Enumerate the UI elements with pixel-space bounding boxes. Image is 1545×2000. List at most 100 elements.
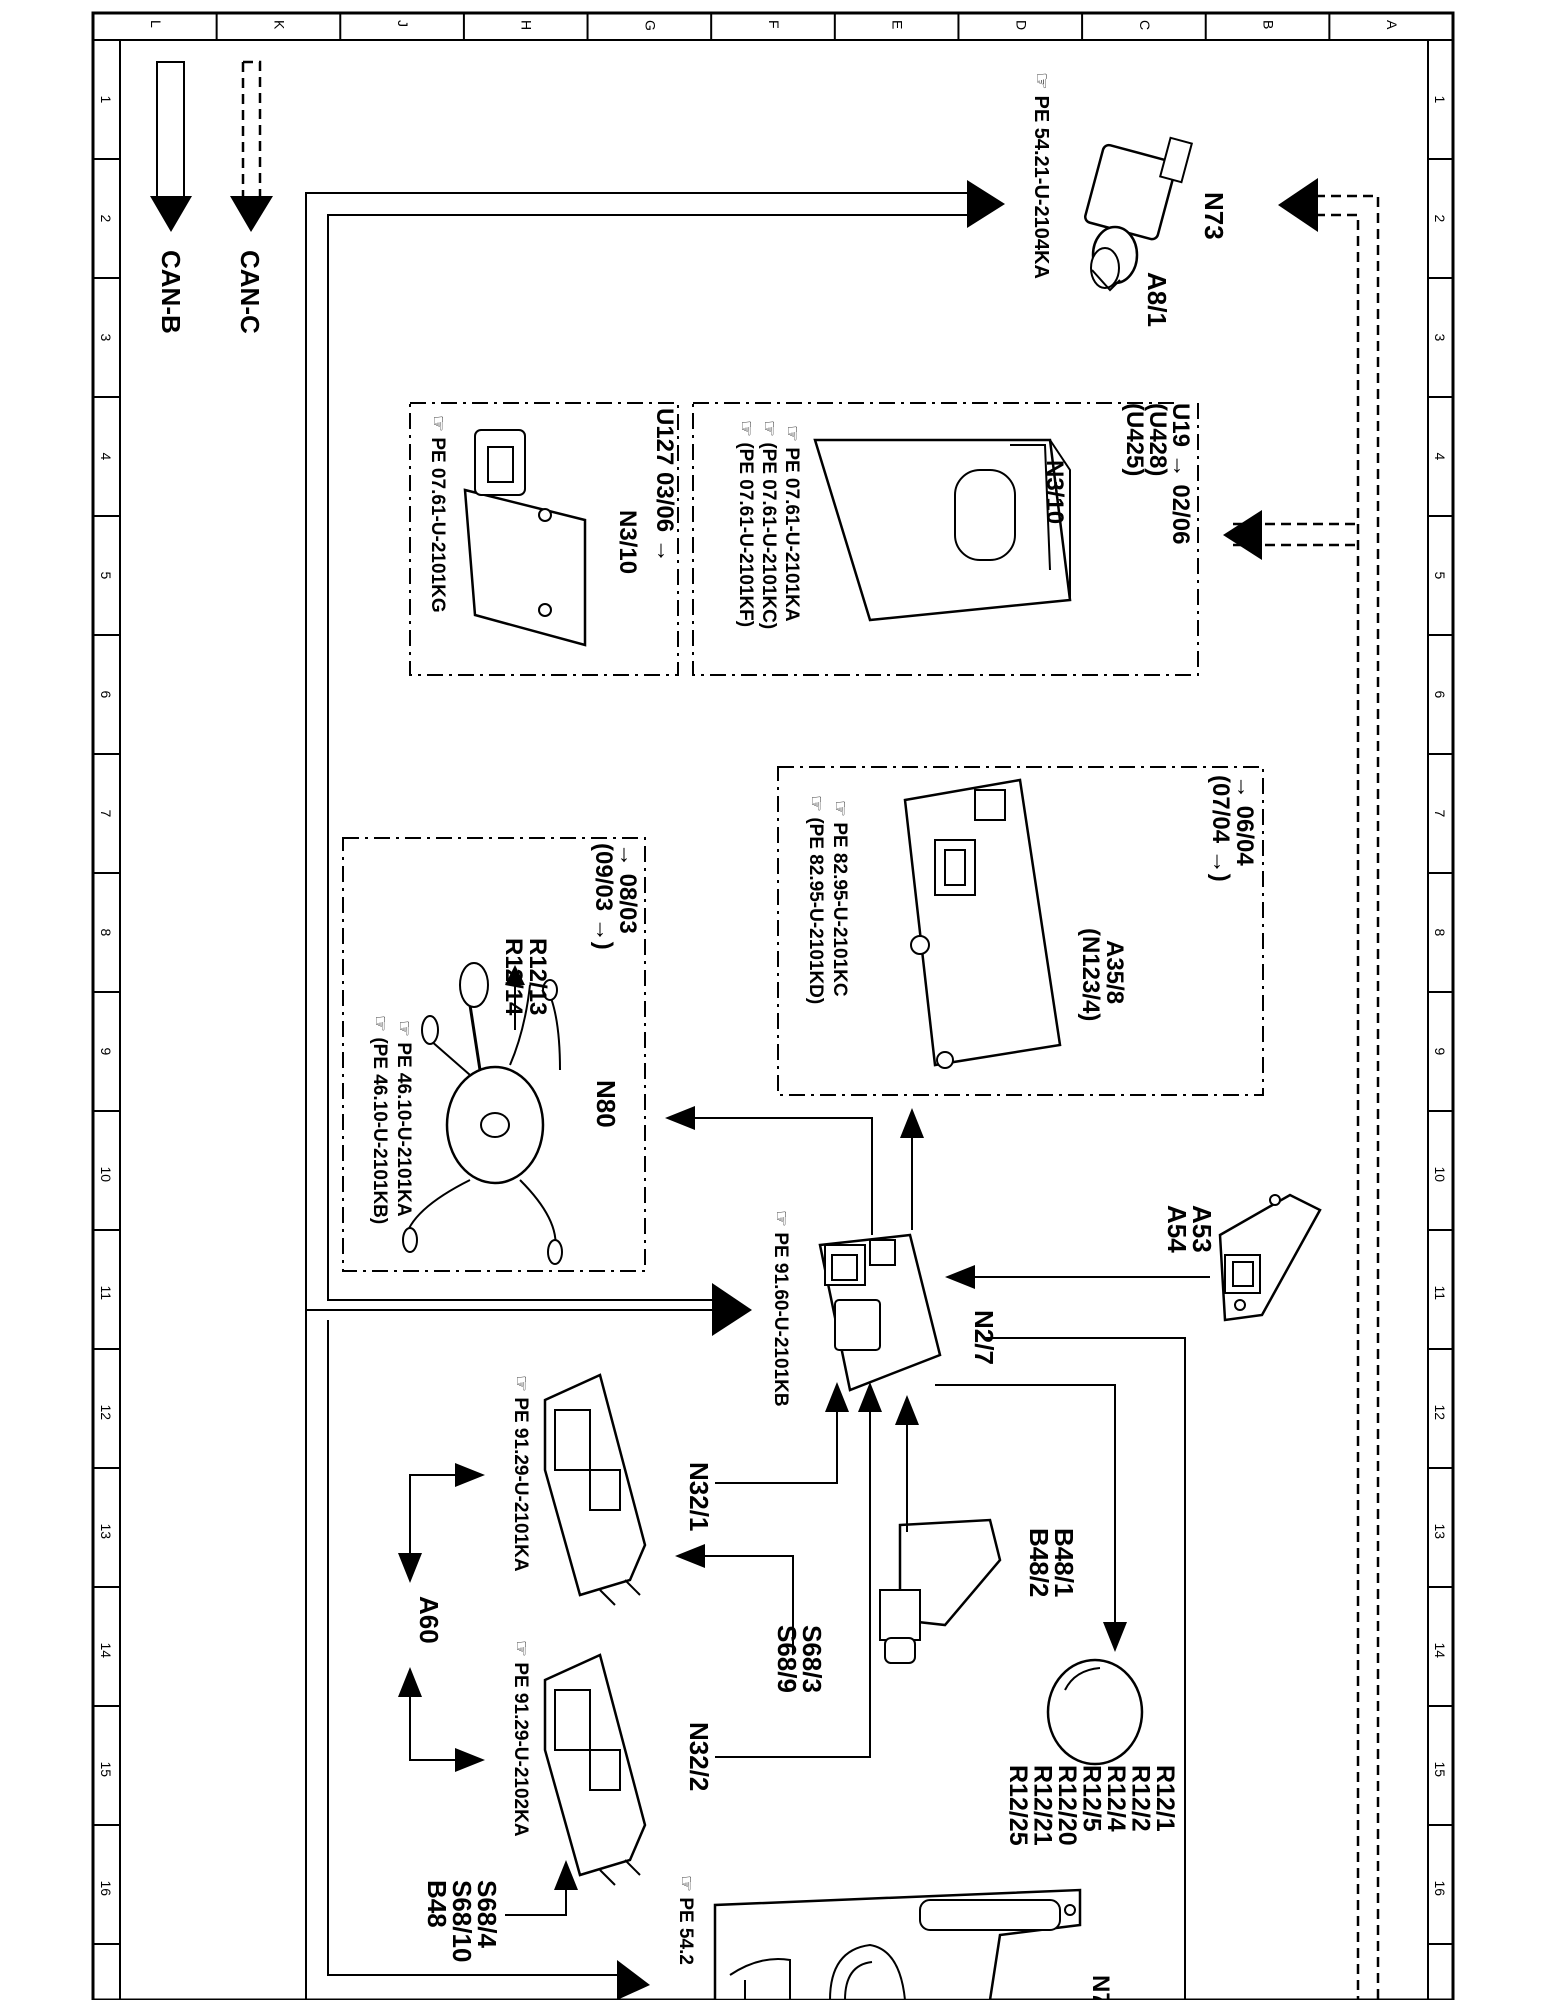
b48-1-sensor: B48/1 B48/2	[879, 1395, 1079, 1664]
n3-10-lower-variant: U127 03/06 →	[651, 408, 678, 563]
a35-8-ref-2: (PE 82.95-U-2101KD)	[805, 817, 826, 1004]
arrow-head-icon	[712, 1283, 752, 1336]
pedal-sensor-icon	[879, 1518, 1002, 1664]
a53-code: A53	[1187, 1205, 1217, 1253]
arrow-head-icon	[900, 1108, 924, 1138]
a35-8-code: A35/8	[1101, 940, 1128, 1004]
grid-column-letter: G	[642, 20, 658, 31]
grid-row-number: 3	[1432, 334, 1448, 342]
svg-text:☞ PE 91.60-U-2101KB: ☞ PE 91.60-U-2101KB	[770, 1210, 791, 1407]
s68-10-code: S68/10	[447, 1880, 477, 1962]
hand-pointer-icon: ☞	[735, 420, 756, 442]
grid-row-number: 7	[98, 810, 114, 818]
grid-row-number: 16	[98, 1881, 114, 1897]
r12-code: R12/21	[1029, 1765, 1057, 1846]
arrow-head-icon	[150, 196, 192, 232]
grid-row-number: 10	[1432, 1167, 1448, 1183]
arrow-head-icon	[825, 1382, 849, 1412]
s68-3-code: S68/3	[797, 1625, 827, 1693]
a35-8-ref-1: PE 82.95-U-2101KC	[829, 822, 850, 997]
grid-row-dividers	[93, 158, 1453, 1945]
arrow-head-icon	[858, 1382, 882, 1412]
grid-column-letter: L	[148, 20, 164, 28]
arrow-head-icon	[675, 1544, 705, 1568]
n80-sub-1: R12/13	[524, 938, 551, 1015]
n80-ref-1: PE 46.10-U-2101KA	[393, 1042, 414, 1217]
a60-link: A60	[398, 1463, 485, 1772]
grid-row-number: 1	[98, 96, 114, 104]
svg-text:☞ PE 54.2: ☞ PE 54.2	[675, 1875, 696, 1965]
arrow-head-icon	[455, 1463, 485, 1487]
svg-text:☞ (PE 82.95-U-2101KD): ☞ (PE 82.95-U-2101KD)	[805, 795, 826, 1004]
siren-unit-icon	[1218, 1193, 1322, 1322]
n3-10-upper-ref-3: (PE 07.61-U-2101KF)	[735, 442, 756, 627]
svg-text:☞ PE 91.29-U-2102KA: ☞ PE 91.29-U-2102KA	[510, 1640, 531, 1837]
grid-row-number: 10	[98, 1167, 114, 1183]
n3-10-upper-ref-2: (PE 07.61-U-2101KC)	[758, 442, 779, 629]
ecu-connector-icon	[463, 429, 587, 647]
arrow-head-icon	[1103, 1622, 1127, 1652]
grid-column-letter: B	[1261, 20, 1277, 29]
grid-row-number: 4	[98, 453, 114, 461]
n73-sub: A8/1	[1142, 272, 1172, 327]
hand-pointer-icon: ☞	[1030, 72, 1052, 96]
a53-a54-sensor: A53 A54	[945, 1193, 1322, 1322]
hand-pointer-icon: ☞	[510, 1640, 531, 1662]
grid-row-number: 12	[98, 1405, 114, 1421]
b48-code: B48	[422, 1880, 452, 1928]
arrow-head-icon	[895, 1395, 919, 1425]
arrow-head-icon	[1223, 510, 1262, 560]
n73-code: N73	[1199, 192, 1229, 240]
svg-text:☞ (PE 46.10-U-2101KB): ☞ (PE 46.10-U-2101KB)	[369, 1015, 390, 1224]
n7-partial-module: N7 ☞ PE 54.2	[675, 1875, 1114, 2000]
legend-can-b: CAN-B	[150, 61, 192, 334]
can-c-bus	[1223, 178, 1380, 2000]
arrow-head-icon	[665, 1106, 695, 1130]
a35-8-module: → 06/04 (07/04 →) A35/8 (N123/4) ☞ PE 82…	[777, 766, 1264, 1096]
legend: CAN-C CAN-B	[150, 60, 273, 334]
grid-column-letter: K	[271, 20, 287, 30]
legend-can-b-label: CAN-B	[156, 250, 186, 334]
n3-10-lower: U127 03/06 → N3/10 ☞ PE 07.61-U-2101KG	[409, 402, 679, 676]
s68-3-switch: S68/3 S68/9	[675, 1544, 827, 1693]
grid-row-number: 11	[1432, 1286, 1448, 1301]
grid-column-letter: J	[395, 20, 411, 27]
r12-code: R12/5	[1078, 1765, 1106, 1832]
hand-pointer-icon: ☞	[393, 1020, 414, 1042]
grid-row-number: 9	[1432, 1048, 1448, 1056]
svg-text:☞ PE 82.95-U-2101KC: ☞ PE 82.95-U-2101KC	[829, 800, 850, 997]
a35-8-sub: (N123/4)	[1077, 928, 1104, 1021]
n3-10-upper: U19 → 02/06 (U428) (U425) N3/10 ☞ PE 07.…	[692, 402, 1199, 676]
legend-can-c: CAN-C	[230, 60, 273, 334]
n80-date-1: → 08/03	[614, 843, 641, 934]
n3-10-upper-variant-3: (U425)	[1121, 403, 1148, 476]
arrow-head-icon	[967, 180, 1005, 228]
hand-pointer-icon: ☞	[427, 415, 448, 437]
s68-4-code: S68/4	[472, 1880, 502, 1948]
ecu-module-icon	[813, 438, 1072, 622]
grid-column-letter: F	[766, 20, 782, 29]
svg-text:☞ PE 07.61-U-2101KA: ☞ PE 07.61-U-2101KA	[781, 425, 802, 622]
grid-column-letter: E	[890, 20, 906, 29]
legend-can-c-label: CAN-C	[235, 250, 265, 334]
grid-row-number: 3	[98, 334, 114, 342]
n73-ref: PE 54.21-U-2104KA	[1030, 96, 1052, 279]
svg-text:☞ (PE 07.61-U-2101KF): ☞ (PE 07.61-U-2101KF)	[735, 420, 756, 627]
b48-1-code: B48/1	[1049, 1528, 1079, 1597]
n32-2-code: N32/2	[684, 1722, 714, 1791]
a60-code: A60	[414, 1596, 444, 1644]
svg-text:☞ PE 54.21-U-2104KA: ☞ PE 54.21-U-2104KA	[1030, 72, 1052, 279]
control-module-icon	[818, 1233, 942, 1392]
hand-pointer-icon: ☞	[675, 1875, 696, 1897]
grid-row-number: 13	[1432, 1524, 1448, 1540]
grid-column-dividers	[215, 13, 1331, 40]
grid-row-number: 14	[1432, 1643, 1448, 1659]
grid-row-number: 5	[98, 572, 114, 580]
grid-row-number: 2	[1432, 215, 1448, 223]
hand-pointer-icon: ☞	[510, 1375, 531, 1397]
